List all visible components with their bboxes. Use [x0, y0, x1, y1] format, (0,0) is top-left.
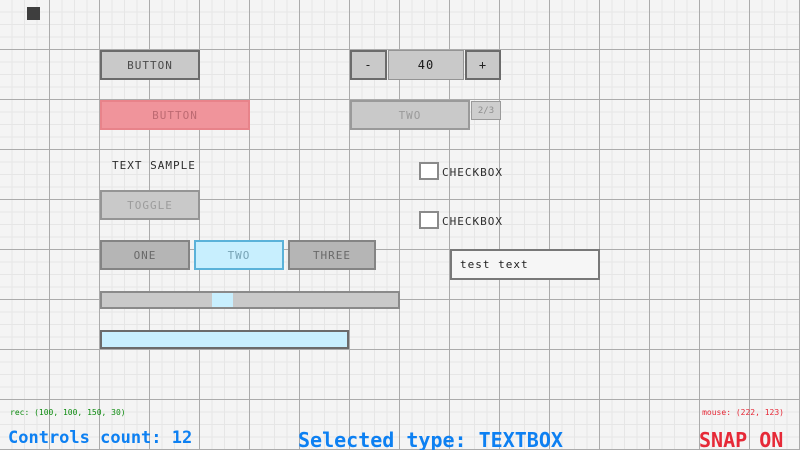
progressbar-control[interactable]	[100, 330, 349, 349]
button-control[interactable]: BUTTON	[100, 50, 200, 80]
slider-control[interactable]	[100, 291, 400, 309]
spinner-increment-button[interactable]: +	[465, 50, 501, 80]
toggle-control[interactable]: TOGGLE	[100, 190, 200, 220]
slider-handle[interactable]	[212, 293, 233, 307]
controls-count-readout: Controls count: 12	[8, 428, 193, 448]
button-control-hovered[interactable]: BUTTON	[100, 100, 250, 130]
checkbox-bottom-box[interactable]	[419, 211, 439, 229]
text-sample-label: TEXT SAMPLE	[112, 158, 196, 172]
toggle-group-item-two-selected[interactable]: TWO	[194, 240, 284, 270]
snap-mode-indicator: SNAP ON	[699, 428, 784, 450]
toggle-group-item-three[interactable]: THREE	[288, 240, 376, 270]
combobox-control[interactable]: TWO	[350, 100, 470, 130]
checkbox-bottom-label: CHECKBOX	[442, 214, 503, 228]
spinner-decrement-button[interactable]: -	[350, 50, 387, 80]
combobox-counter-badge[interactable]: 2/3	[471, 101, 501, 120]
selected-type-readout: Selected type: TEXTBOX	[298, 428, 563, 450]
checkbox-top-box[interactable]	[419, 162, 439, 180]
rec-coordinates-readout: rec: (100, 100, 150, 30)	[10, 408, 126, 417]
toggle-group-item-one[interactable]: ONE	[100, 240, 190, 270]
checkbox-top-label: CHECKBOX	[442, 165, 503, 179]
textbox-control[interactable]: test text	[450, 249, 600, 280]
cursor-marker	[27, 7, 40, 20]
spinner-value-box[interactable]: 40	[388, 50, 464, 80]
mouse-coordinates-readout: mouse: (222, 123)	[702, 408, 784, 417]
